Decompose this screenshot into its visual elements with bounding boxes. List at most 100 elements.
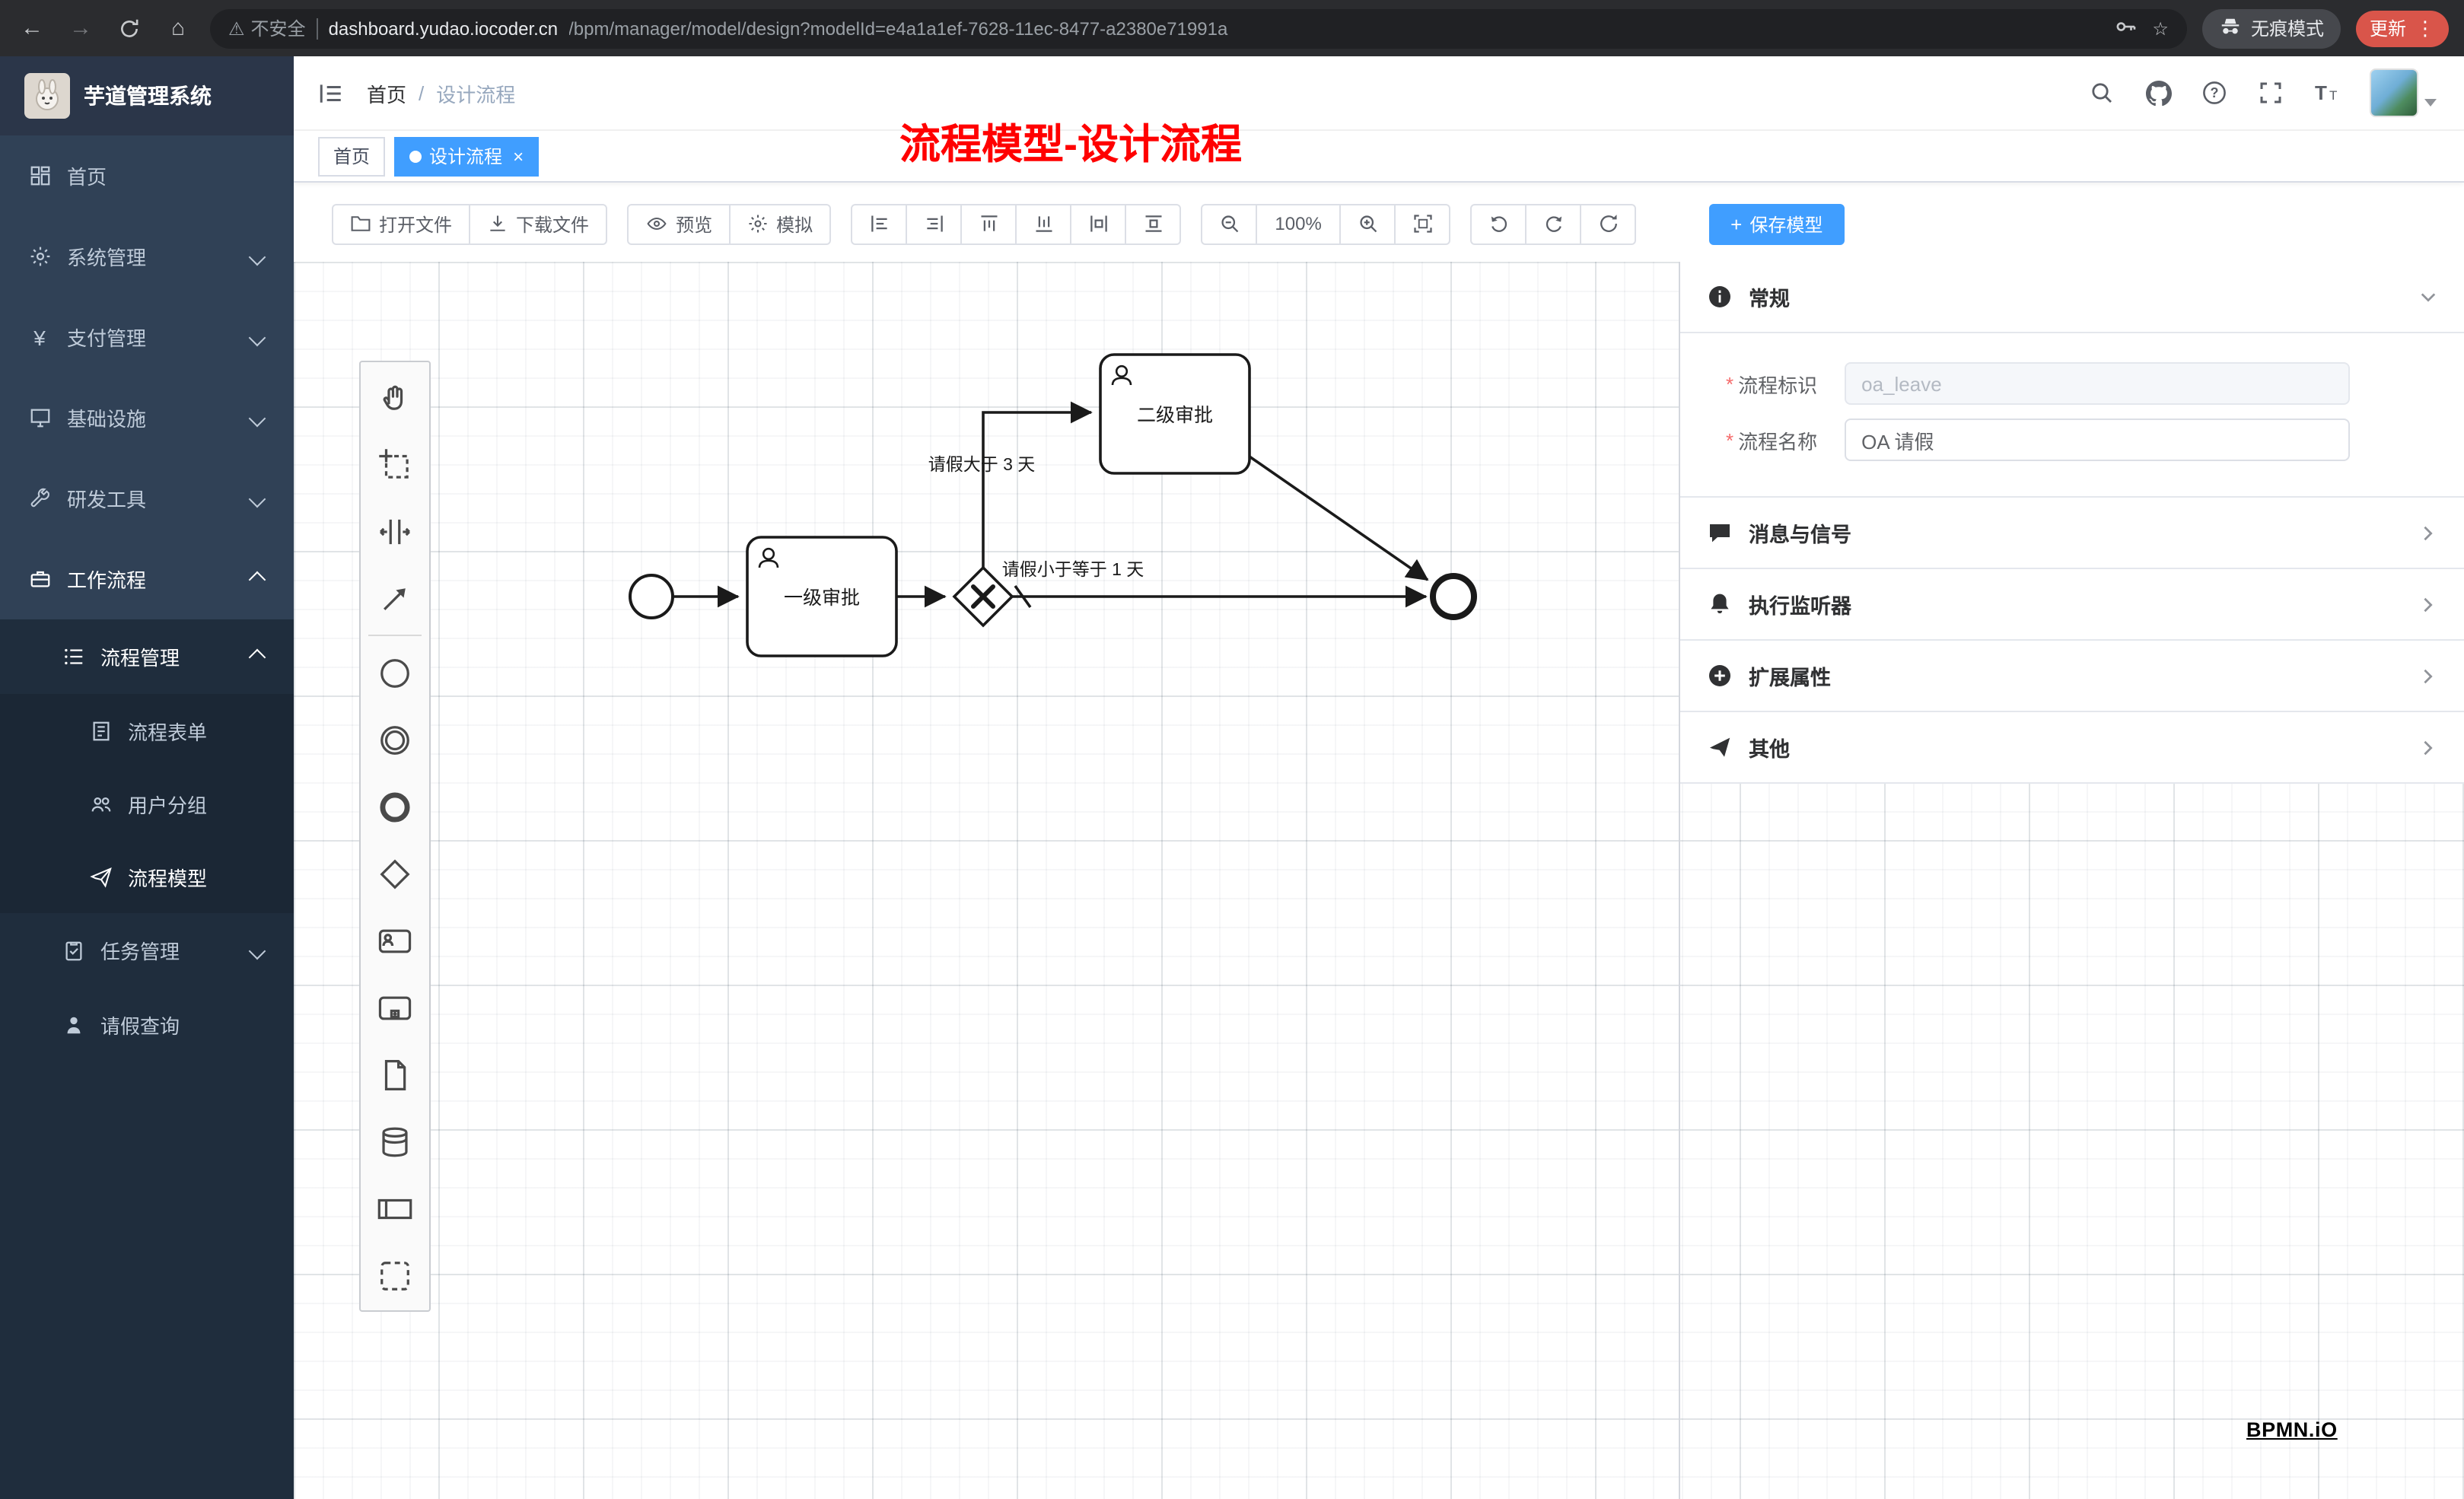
tab-home[interactable]: 首页 (318, 136, 386, 176)
browser-home-button[interactable]: ⌂ (170, 15, 186, 41)
create-subprocess[interactable] (362, 974, 428, 1041)
undo-button[interactable] (1470, 203, 1527, 244)
create-end-event[interactable] (362, 773, 428, 840)
create-start-event[interactable] (362, 639, 428, 706)
zoom-out-button[interactable] (1201, 203, 1258, 244)
section-title: 常规 (1749, 288, 1790, 310)
task2-label: 二级审批 (1137, 405, 1213, 426)
sidebar-item-process-management[interactable]: 流程管理 (0, 619, 294, 694)
omnibox-divider (316, 18, 318, 39)
create-gateway[interactable] (362, 840, 428, 907)
bookmark-star-icon[interactable]: ☆ (2152, 18, 2169, 39)
app-logo-row[interactable]: 芋道管理系统 (0, 56, 294, 135)
sidebar-item-workflow[interactable]: 工作流程 (0, 539, 294, 619)
process-key-input (1845, 362, 2351, 405)
sequence-flow-gt3[interactable] (982, 401, 1093, 568)
zoom-reset-button[interactable] (1394, 203, 1451, 244)
create-data-object[interactable] (362, 1041, 428, 1108)
message-icon (1708, 520, 1732, 545)
sequence-flow-to-end[interactable] (1248, 455, 1429, 581)
panel-section-execution-listener[interactable]: 执行监听器 (1680, 569, 2464, 641)
tab-design-process[interactable]: 设计流程 × (394, 136, 540, 176)
process-name-input[interactable] (1845, 419, 2351, 461)
create-intermediate-event[interactable] (362, 706, 428, 773)
bpmn-palette (359, 361, 431, 1312)
user-task-node-1[interactable]: 一级审批 (746, 536, 898, 657)
app-logo (24, 73, 70, 119)
exclusive-gateway-node[interactable] (952, 565, 1014, 628)
bpmn-canvas[interactable]: 一级审批 二级审批 请假大于 3 天 请假小于等于 1 天 (294, 262, 2464, 1499)
user-avatar[interactable] (2370, 68, 2437, 117)
panel-section-message-signal[interactable]: 消息与信号 (1680, 498, 2464, 569)
search-icon[interactable] (2088, 79, 2115, 107)
space-tool[interactable] (362, 498, 428, 565)
sidebar-item-process-model[interactable]: 流程模型 (0, 840, 294, 913)
close-tab-icon[interactable]: × (513, 145, 524, 167)
browser-reload-button[interactable] (113, 11, 146, 45)
sidebar-item-home[interactable]: 首页 (0, 135, 294, 216)
process-name-label: 流程名称 (1738, 430, 1818, 453)
sidebar-item-label: 请假查询 (100, 1015, 180, 1038)
open-file-button[interactable]: 打开文件 (332, 203, 471, 244)
preview-button[interactable]: 预览 (627, 203, 731, 244)
user-task-node-2[interactable]: 二级审批 (1099, 353, 1251, 475)
condition-label-gt3: 请假大于 3 天 (928, 454, 1036, 474)
sidebar-item-infrastructure[interactable]: 基础设施 (0, 377, 294, 458)
avatar-image (2370, 68, 2418, 117)
distribute-horizontal-button[interactable] (1070, 203, 1127, 244)
lasso-tool[interactable] (362, 431, 428, 498)
align-right-button[interactable] (906, 203, 963, 244)
browser-back-button[interactable]: ← (21, 15, 43, 41)
panel-section-extended-attributes[interactable]: 扩展属性 (1680, 641, 2464, 712)
sidebar-item-payment[interactable]: ¥ 支付管理 (0, 297, 294, 377)
create-data-store[interactable] (362, 1108, 428, 1175)
sidebar-item-devtools[interactable]: 研发工具 (0, 458, 294, 539)
user-icon (758, 559, 779, 568)
align-bottom-button[interactable] (1015, 203, 1072, 244)
end-event-node[interactable] (1430, 573, 1477, 620)
sidebar-item-task-management[interactable]: 任务管理 (0, 913, 294, 988)
fullscreen-icon[interactable] (2257, 79, 2284, 107)
create-user-task[interactable] (362, 907, 428, 974)
create-group[interactable] (362, 1242, 428, 1309)
align-left-button[interactable] (851, 203, 908, 244)
sidebar-item-label: 流程模型 (128, 867, 208, 890)
redo-button[interactable] (1525, 203, 1582, 244)
download-file-button[interactable]: 下载文件 (469, 203, 608, 244)
distribute-vertical-button[interactable] (1125, 203, 1182, 244)
save-model-button[interactable]: + 保存模型 (1709, 203, 1845, 244)
address-bar[interactable]: ⚠ 不安全 dashboard.yudao.iocoder.cn /bpm/ma… (210, 8, 2187, 48)
help-icon[interactable]: ? (2201, 79, 2228, 107)
bpmn-io-watermark[interactable]: BPMN.iO (2246, 1418, 2338, 1441)
sidebar-item-system[interactable]: 系统管理 (0, 216, 294, 297)
simulate-button[interactable]: 模拟 (729, 203, 832, 244)
sidebar-item-label: 用户分组 (128, 794, 208, 816)
sidebar-item-label: 流程表单 (128, 721, 208, 743)
refresh-button[interactable] (1580, 203, 1637, 244)
browser-update-button[interactable]: 更新 ⋮ (2355, 10, 2449, 46)
global-connect-tool[interactable] (362, 565, 428, 632)
browser-menu-icon[interactable]: ⋮ (2415, 16, 2435, 39)
user-icon (1111, 377, 1132, 386)
tab-label: 首页 (333, 146, 371, 167)
preview-label: 预览 (676, 214, 713, 235)
open-file-label: 打开文件 (379, 214, 453, 235)
chevron-down-icon (248, 489, 266, 508)
passkey-icon[interactable] (2114, 14, 2137, 42)
create-participant[interactable] (362, 1175, 428, 1242)
github-icon[interactable] (2144, 79, 2172, 107)
sidebar-item-process-form[interactable]: 流程表单 (0, 694, 294, 767)
breadcrumb-home[interactable]: 首页 (367, 83, 407, 106)
sidebar-item-user-group[interactable]: 用户分组 (0, 767, 294, 840)
align-top-button[interactable] (960, 203, 1017, 244)
hand-tool[interactable] (362, 364, 428, 431)
browser-forward-button[interactable]: → (69, 15, 92, 41)
start-event-node[interactable] (629, 574, 674, 619)
panel-section-other[interactable]: 其他 (1680, 712, 2464, 784)
sidebar-fold-icon[interactable] (294, 56, 367, 129)
panel-section-general[interactable]: 常规 (1680, 262, 2464, 333)
sidebar-item-leave-query[interactable]: 请假查询 (0, 988, 294, 1062)
zoom-in-button[interactable] (1339, 203, 1396, 244)
chevron-right-icon (2420, 596, 2437, 613)
